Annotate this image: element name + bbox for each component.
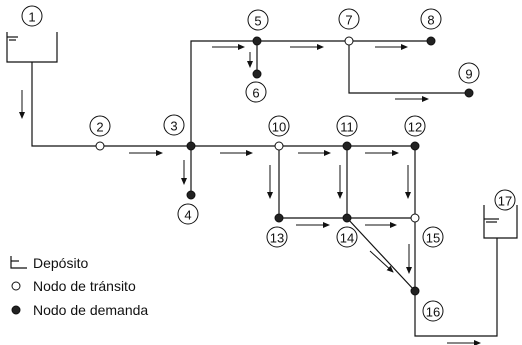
node-2-transit-marker	[95, 141, 105, 151]
node-7-label: 7	[338, 8, 360, 30]
node-15-transit-marker	[410, 213, 420, 223]
reservoir-1	[6, 32, 58, 63]
pipes	[31, 40, 498, 337]
node-4-label-circle	[177, 203, 199, 225]
node-1-label-circle	[21, 5, 43, 27]
node-11-demand-marker	[342, 141, 352, 151]
node-4-demand-marker	[186, 190, 196, 200]
node-8-label-text: 8	[427, 13, 434, 28]
node-16-label-text: 16	[426, 305, 440, 320]
node-8-label: 8	[420, 8, 442, 30]
node-3-demand-marker	[186, 141, 196, 151]
node-16-demand-marker	[410, 286, 420, 296]
legend-transit-symbol	[11, 281, 21, 291]
node-15-label-circle	[422, 226, 444, 248]
node-6-demand-marker	[252, 69, 262, 79]
node-11-label-text: 11	[340, 120, 354, 135]
node-13-demand-marker	[274, 213, 284, 223]
node-6-label-text: 6	[252, 86, 259, 101]
node-13-label-text: 13	[270, 231, 284, 246]
node-3-label-text: 3	[170, 119, 177, 134]
node-9-label: 9	[458, 62, 480, 84]
node-17-label-text: 17	[498, 194, 512, 209]
node-16-label-circle	[422, 300, 444, 322]
node-12-label-text: 12	[408, 120, 422, 135]
node-17-label: 17	[494, 189, 516, 211]
node-12-demand-marker	[410, 141, 420, 151]
node-14-label-circle	[336, 226, 358, 248]
node-8-demand-marker	[426, 36, 436, 46]
node-12-label: 12	[404, 115, 426, 137]
legend-demand-label: Nodo de demanda	[33, 302, 148, 318]
reservoir-17	[483, 205, 518, 239]
legend-demand-symbol	[11, 305, 21, 315]
node-7-transit-marker	[344, 36, 354, 46]
legend-reservoir-symbol	[10, 256, 27, 269]
node-4-label: 4	[177, 203, 199, 225]
pipe-1-2	[31, 62, 100, 147]
node-6-label-circle	[245, 81, 267, 103]
pipe-14-16	[346, 217, 416, 292]
node-10-label: 10	[268, 115, 290, 137]
node-9-label-text: 9	[465, 67, 472, 82]
node-1-label: 1	[21, 5, 43, 27]
node-14-label-text: 14	[340, 231, 354, 246]
node-13-label-circle	[266, 226, 288, 248]
node-3-label-circle	[163, 114, 185, 136]
node-2-label: 2	[89, 115, 111, 137]
node-10-label-text: 10	[272, 120, 286, 135]
legend-transit-label: Nodo de tránsito	[33, 278, 136, 294]
node-10-transit-marker	[274, 141, 284, 151]
node-17-label-circle	[494, 189, 516, 211]
legend: Depósito Nodo de tránsito Nodo de demand…	[10, 255, 148, 318]
node-9-label-circle	[458, 62, 480, 84]
node-4-label-text: 4	[184, 208, 191, 223]
node-markers	[95, 36, 474, 296]
node-8-label-circle	[420, 8, 442, 30]
node-13-label: 13	[266, 226, 288, 248]
node-11-label-circle	[336, 115, 358, 137]
node-1-label-text: 1	[28, 10, 35, 25]
node-14-label: 14	[336, 226, 358, 248]
node-14-demand-marker	[342, 213, 352, 223]
node-3-label: 3	[163, 114, 185, 136]
node-5-label: 5	[247, 9, 269, 31]
pipe-16-17	[414, 238, 498, 337]
flow-arrows	[19, 44, 481, 345]
node-12-label-circle	[404, 115, 426, 137]
node-7-label-circle	[338, 8, 360, 30]
node-7-label-text: 7	[345, 13, 352, 28]
pipe-3-5	[190, 40, 257, 146]
node-15-label: 15	[422, 226, 444, 248]
legend-reservoir-label: Depósito	[33, 255, 88, 271]
node-9-demand-marker	[464, 88, 474, 98]
node-5-label-text: 5	[254, 14, 261, 29]
node-11-label: 11	[336, 115, 358, 137]
node-10-label-circle	[268, 115, 290, 137]
node-2-label-circle	[89, 115, 111, 137]
node-16-label: 16	[422, 300, 444, 322]
node-2-label-text: 2	[96, 120, 103, 135]
node-5-demand-marker	[252, 36, 262, 46]
pipe-7-9	[348, 41, 469, 94]
node-5-label-circle	[247, 9, 269, 31]
node-15-label-text: 15	[426, 231, 440, 246]
node-6-label: 6	[245, 81, 267, 103]
